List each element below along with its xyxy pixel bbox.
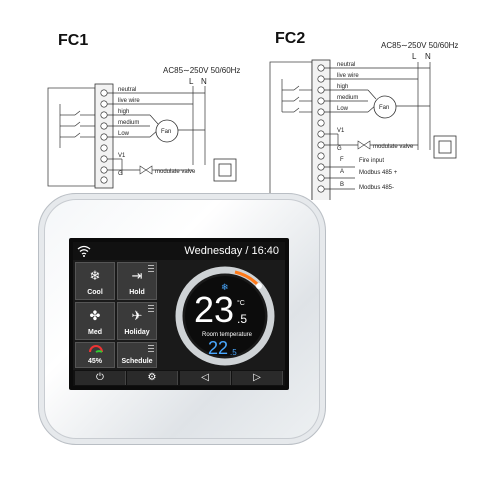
fc2-g-label: G: [337, 146, 342, 152]
fc2-wire-live: live wire: [337, 73, 359, 79]
fc1-wire-high: high: [118, 109, 129, 115]
fc2-wire-medium: medium: [337, 95, 358, 101]
holiday-label: Holiday: [124, 329, 150, 336]
fc2-terminal-block: [311, 59, 331, 200]
hold-tile[interactable]: ⇥ Hold: [117, 262, 157, 300]
fc2-f-label: F: [340, 157, 344, 163]
fc2-thermostat-symbol: [433, 135, 457, 159]
mode-label: Cool: [87, 289, 103, 296]
fc2-label: FC2: [275, 30, 306, 47]
fc1-diagram: AC85∼250V 50/60Hz L N: [47, 66, 240, 189]
menu-icon: [148, 265, 154, 272]
humidity-gauge-icon: [89, 345, 103, 353]
fc2-v1-label: V1: [337, 128, 345, 134]
snowflake-icon: ❄: [89, 268, 101, 283]
bottom-toolbar: ⏻ ⚙ ◁ ▷: [73, 370, 285, 386]
next-button[interactable]: ▷: [232, 371, 283, 385]
settings-icon: ⚙: [147, 372, 157, 383]
thermostat-screen: Wednesday / 16:40 ❄ Cool ⇥ Hold ✤ Med ✈ …: [73, 242, 285, 386]
fc2-diagram: AC85∼250V 50/60Hz L N: [269, 41, 458, 200]
schedule-tile[interactable]: Schedule: [117, 342, 157, 368]
room-temperature-label: Room temperature: [201, 332, 253, 338]
fc1-n-label: N: [201, 77, 207, 86]
power-button[interactable]: ⏻: [75, 371, 126, 385]
fc1-valve-label: modulate valve: [155, 169, 196, 175]
humidity-label: 45%: [87, 358, 102, 365]
fc2-wire-high: high: [337, 84, 348, 90]
fc1-wire-low: Low: [118, 131, 130, 137]
schedule-label: Schedule: [121, 358, 153, 365]
fc2-wire-low: Low: [337, 106, 349, 112]
temperature-dial[interactable]: [173, 264, 277, 368]
hold-label: Hold: [129, 289, 145, 296]
power-icon: ⏻: [96, 372, 104, 383]
thermostat-device: Wednesday / 16:40 ❄ Cool ⇥ Hold ✤ Med ✈ …: [38, 193, 326, 445]
fc2-n-label: N: [425, 52, 431, 61]
holiday-tile[interactable]: ✈ Holiday: [117, 302, 157, 340]
fan-speed-tile[interactable]: ✤ Med: [75, 302, 115, 340]
fc2-modbus-b-label: Modbus 485-: [359, 185, 394, 191]
fc1-wire-neutral: neutral: [118, 87, 136, 93]
settings-button[interactable]: ⚙: [127, 371, 178, 385]
cooling-indicator-icon: ❄: [221, 282, 229, 292]
hold-icon: ⇥: [131, 268, 143, 283]
left-arrow-icon: ◁: [201, 372, 209, 383]
humidity-tile[interactable]: 45%: [75, 342, 115, 368]
setpoint-temperature: 23: [194, 289, 235, 330]
fc2-a-label: A: [340, 169, 344, 175]
temperature-unit: °C: [237, 300, 245, 307]
fc1-supply-text: AC85∼250V 50/60Hz: [163, 66, 240, 75]
wifi-icon: [77, 245, 91, 257]
fc2-modbus-a-label: Modbus 485 +: [359, 170, 398, 176]
right-arrow-icon: ▷: [253, 372, 261, 383]
fc2-l-label: L: [412, 52, 417, 61]
fc2-b-label: B: [340, 182, 344, 188]
fan-icon: ✤: [89, 308, 101, 323]
menu-icon: [148, 305, 154, 312]
fan-speed-label: Med: [88, 329, 102, 336]
day-time-display: Wednesday / 16:40: [184, 245, 279, 257]
fc2-valve-label: modulate valve: [373, 144, 414, 150]
fc1-thermostat-symbol: [213, 158, 237, 182]
fc2-fan-label: Fan: [379, 105, 389, 111]
wiring-diagrams: AC85∼250V 50/60Hz L N: [47, 41, 458, 200]
previous-button[interactable]: ◁: [180, 371, 231, 385]
fc1-g-label: G: [118, 171, 123, 177]
fc2-fire-label: Fire input: [359, 158, 384, 164]
fc1-l-label: L: [189, 77, 194, 86]
room-temperature-value: 22: [208, 338, 229, 358]
fc1-v1-label: V1: [118, 153, 126, 159]
mode-cool-tile[interactable]: ❄ Cool: [75, 262, 115, 300]
fc1-label: FC1: [58, 32, 89, 49]
room-temperature-decimal: .5: [230, 348, 237, 357]
status-bar: Wednesday / 16:40: [73, 242, 285, 260]
airplane-icon: ✈: [131, 308, 143, 323]
fc2-valve-icon: [357, 140, 371, 150]
fc2-supply-text: AC85∼250V 50/60Hz: [381, 41, 458, 50]
fc1-wire-medium: medium: [118, 120, 139, 126]
menu-icon: [148, 345, 154, 352]
fc1-valve-icon: [139, 165, 153, 175]
setpoint-decimal: .5: [237, 312, 248, 326]
screen-bezel: Wednesday / 16:40 ❄ Cool ⇥ Hold ✤ Med ✈ …: [69, 238, 289, 390]
fc1-fan-motor: [155, 119, 179, 143]
fc1-fan-label: Fan: [161, 129, 171, 135]
fc2-fan-motor: [373, 95, 397, 119]
fc1-wire-live: live wire: [118, 98, 140, 104]
fc2-wire-neutral: neutral: [337, 62, 355, 68]
